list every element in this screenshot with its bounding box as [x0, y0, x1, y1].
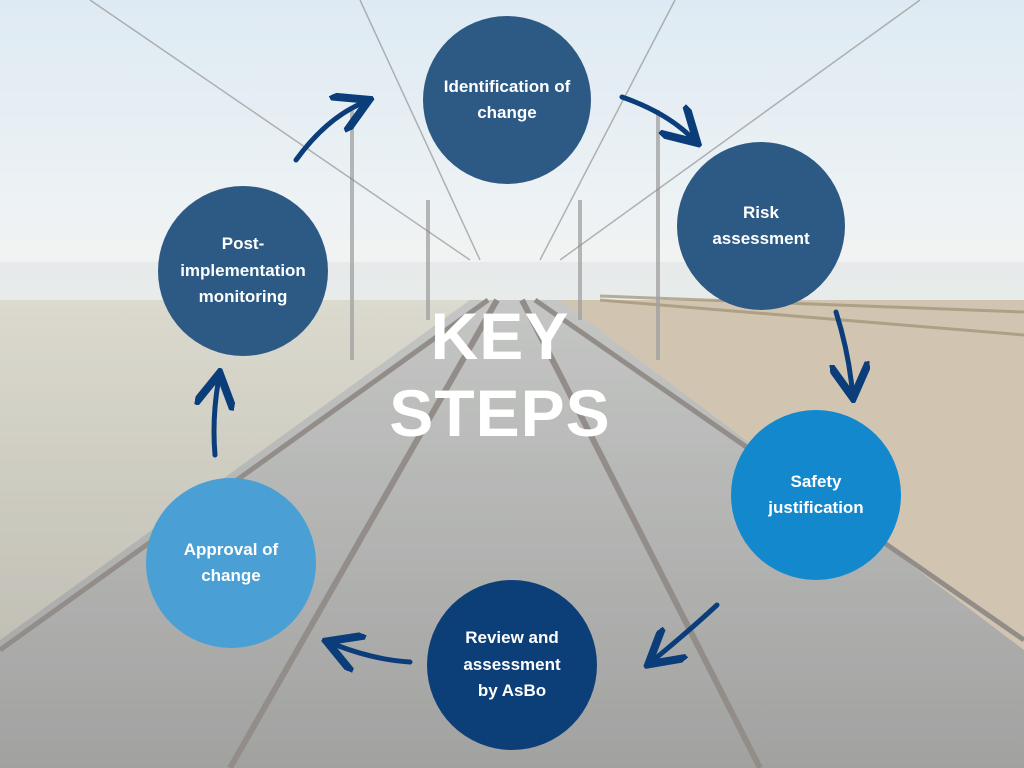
step-label: Safety justification — [768, 471, 864, 517]
key-steps-title: KEY STEPS — [389, 299, 611, 450]
step-label: Identification of change — [443, 76, 571, 122]
step-label: Post- implementation monitoring — [180, 234, 306, 307]
step-risk-assessment: Risk assessment — [677, 142, 845, 310]
step-identification-of-change: Identification of change — [423, 16, 591, 184]
step-label: Risk assessment — [712, 202, 810, 248]
step-review-and-assessment: Review and assessment by AsBo — [427, 580, 597, 750]
step-approval-of-change: Approval of change — [146, 478, 316, 648]
step-label: Approval of change — [183, 539, 279, 585]
step-safety-justification: Safety justification — [731, 410, 901, 580]
step-label: Review and assessment by AsBo — [463, 628, 561, 701]
step-post-implementation-monitoring: Post- implementation monitoring — [158, 186, 328, 356]
